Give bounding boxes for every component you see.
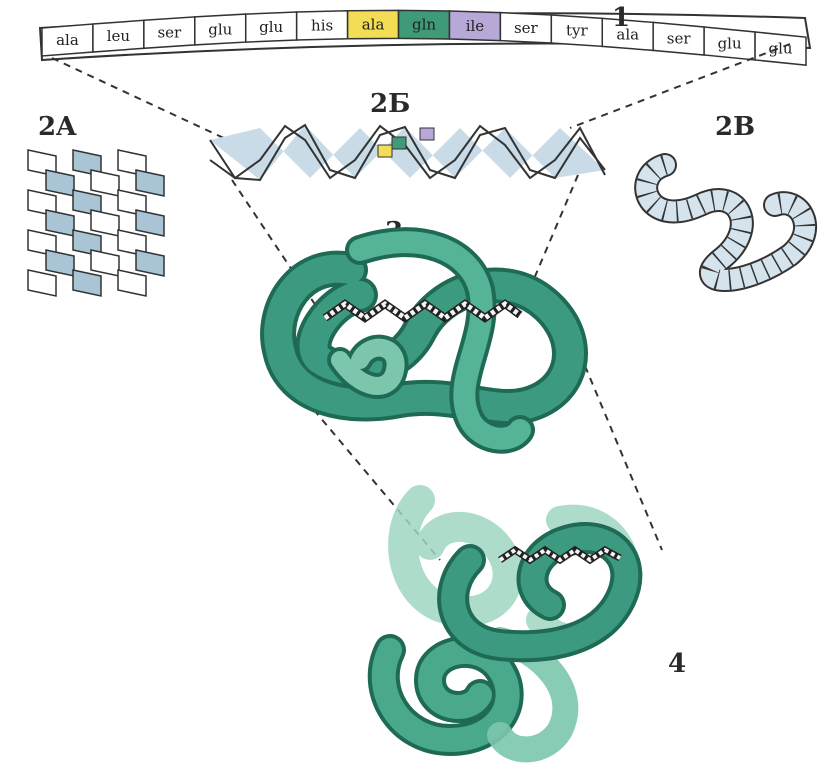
residue-label: glu [769, 40, 793, 58]
tertiary-structure-globule [278, 242, 570, 439]
residue-label: ser [157, 24, 182, 42]
beta-sheet-segment [91, 170, 119, 196]
residue-label: ala [362, 16, 385, 34]
alpha-helix-ribbon [210, 125, 605, 180]
residue-label: ser [514, 19, 539, 37]
beta-sheet-segment [46, 170, 74, 196]
quaternary-structure-complex [384, 500, 627, 749]
residue-label: ser [667, 30, 692, 48]
residue-label: ala [56, 31, 79, 49]
residue-label: tyr [566, 22, 589, 40]
residue-label: his [311, 16, 333, 34]
label-2a: 2A [38, 112, 77, 142]
beta-sheet-segment [46, 210, 74, 236]
label-1: 1 [612, 3, 630, 33]
residue-label: ile [466, 17, 485, 35]
beta-sheet-segment [136, 250, 164, 276]
residue-label: glu [718, 34, 742, 52]
beta-sheet-segment [118, 270, 146, 296]
random-coil-ribbon [646, 165, 805, 280]
beta-sheet-segment [136, 170, 164, 196]
beta-sheet-segment [91, 210, 119, 236]
residue-label: gln [412, 16, 436, 34]
residue-label: leu [107, 27, 131, 45]
beta-sheet-segment [73, 270, 101, 296]
residue-label: glu [259, 18, 283, 36]
beta-sheet-ribbon [28, 150, 164, 296]
beta-sheet-segment [46, 250, 74, 276]
beta-sheet-segment [28, 270, 56, 296]
connector-primary-left [52, 58, 228, 140]
label-4: 4 [668, 649, 686, 679]
beta-sheet-segment [91, 250, 119, 276]
label-2b-helix: 2Б [370, 89, 410, 119]
beta-sheet-segment [136, 210, 164, 236]
residue-label: glu [208, 20, 232, 38]
label-2b-coil: 2B [715, 112, 755, 142]
